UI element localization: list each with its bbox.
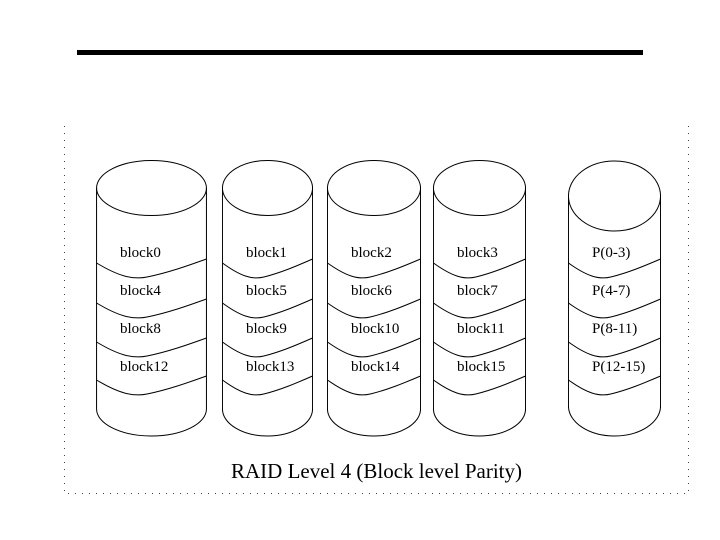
disk-block-label: block2 — [351, 245, 392, 261]
disk-block-label: block9 — [246, 321, 287, 337]
parity-block-label: P(0-3) — [592, 245, 631, 261]
content-placeholder-box — [64, 126, 689, 494]
parity-block-label: P(4-7) — [592, 283, 631, 299]
header-rule — [77, 50, 643, 55]
disk-cylinder-0: block0 block4 block8 block12 — [96, 160, 207, 437]
disk-block-label: block0 — [120, 245, 161, 261]
disk-block-label: block15 — [457, 359, 506, 375]
disk-block-label: block6 — [351, 283, 392, 299]
disk-cylinder-2: block2 block6 block10 block14 — [327, 160, 421, 437]
disk-cylinder-1: block1 block5 block9 block13 — [222, 160, 313, 437]
disk-block-label: block7 — [457, 283, 498, 299]
disk-block-label: block5 — [246, 283, 287, 299]
disk-block-label: block1 — [246, 245, 287, 261]
disk-block-label: block10 — [351, 321, 400, 337]
disk-cylinder-3: block3 block7 block11 block15 — [433, 160, 526, 437]
disk-block-label: block11 — [457, 321, 505, 337]
slide-caption: RAID Level 4 (Block level Parity) — [230, 459, 522, 483]
disk-block-label: block3 — [457, 245, 498, 261]
disk-block-label: block14 — [351, 359, 400, 375]
disk-block-label: block12 — [120, 359, 169, 375]
disk-block-label: block4 — [120, 283, 161, 299]
dotted-border — [64, 126, 689, 494]
parity-disk-cylinder: P(0-3) P(4-7) P(8-11) P(12-15) — [568, 160, 661, 437]
parity-block-label: P(8-11) — [592, 321, 638, 337]
disk-block-label: block13 — [246, 359, 295, 375]
disk-block-label: block8 — [120, 321, 161, 337]
parity-block-label: P(12-15) — [592, 359, 646, 375]
